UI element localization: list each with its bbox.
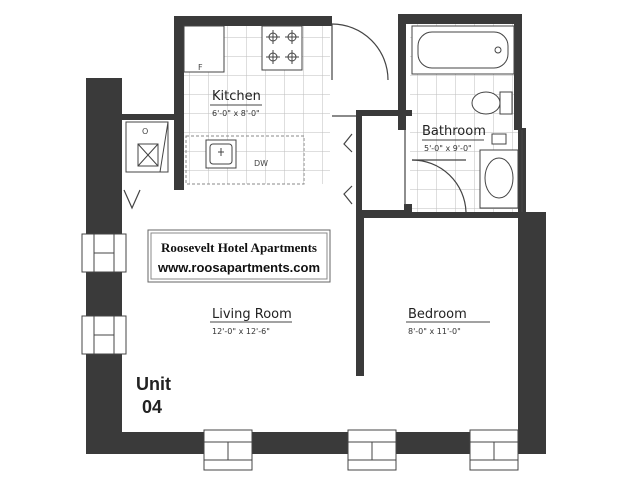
kitchen-name: Kitchen	[212, 89, 261, 104]
stove	[261, 25, 303, 71]
bathtub	[411, 25, 515, 75]
refrigerator	[183, 25, 225, 73]
dishwasher-label: DW	[254, 159, 268, 168]
closet-door-arrows	[123, 133, 353, 210]
entry-door	[331, 23, 389, 81]
fridge-label: F	[198, 63, 203, 72]
living-room-name: Living Room	[212, 307, 292, 322]
window-bottom-1	[203, 429, 253, 471]
partitions	[332, 115, 523, 212]
kitchen-sink	[205, 139, 237, 169]
bathroom-vanity	[479, 133, 519, 209]
unit-label: Unit	[136, 374, 171, 394]
kitchen-dims: 6'-0" x 8'-0"	[212, 109, 260, 118]
toilet	[471, 91, 513, 115]
living-room-dims: 12'-0" x 12'-6"	[212, 327, 270, 336]
bathroom-door	[411, 159, 467, 213]
banner: Roosevelt Hotel Apartments www.roosapart…	[147, 229, 331, 283]
kitchen-counter	[185, 135, 305, 185]
unit-number: 04	[142, 397, 162, 417]
bathroom-name: Bathroom	[422, 124, 486, 139]
window-left-upper	[81, 233, 127, 273]
closet-label: O	[142, 127, 148, 136]
window-bottom-2	[347, 429, 397, 471]
walls	[86, 14, 546, 454]
windows	[81, 233, 519, 471]
bathroom-dims: 5'-0" x 9'-0"	[424, 144, 472, 153]
banner-url[interactable]: www.roosapartments.com	[157, 260, 320, 275]
bedroom-dims: 8'-0" x 11'-0"	[408, 327, 461, 336]
window-bottom-3	[469, 429, 519, 471]
window-left-lower	[81, 315, 127, 355]
banner-title: Roosevelt Hotel Apartments	[161, 240, 317, 255]
bedroom-name: Bedroom	[408, 307, 467, 322]
closet-fixture	[125, 121, 169, 173]
